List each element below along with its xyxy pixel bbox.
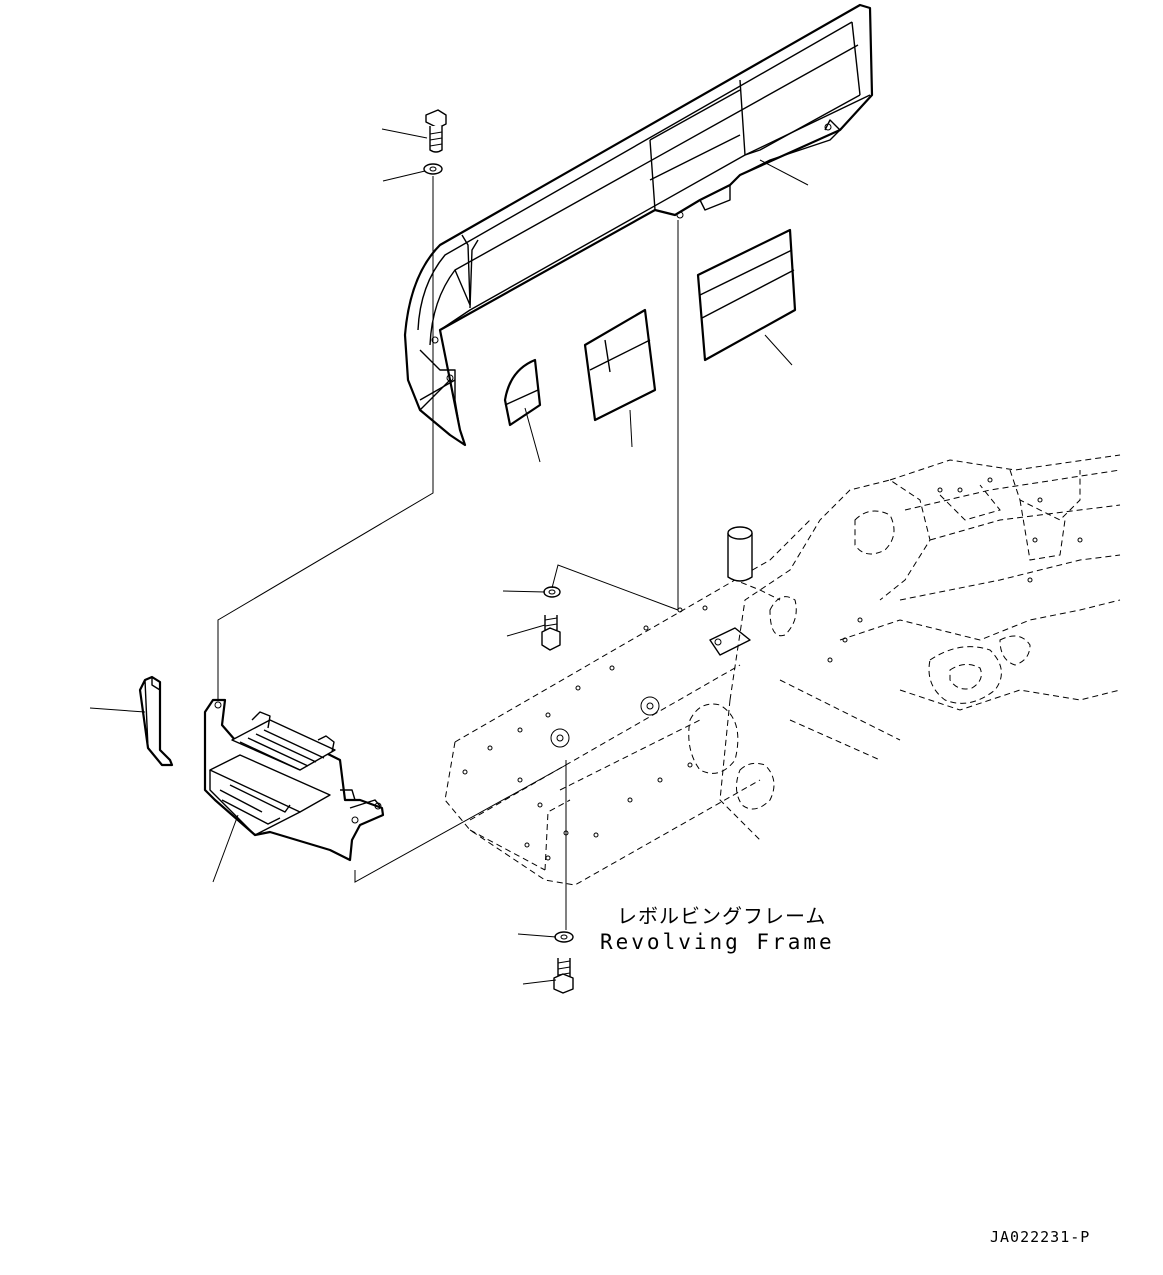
bolt-bottom: [553, 958, 574, 994]
washer-bottom: [554, 931, 574, 943]
pad-small: [503, 358, 542, 427]
washer-top: [423, 163, 443, 175]
upper-side-cover: [403, 3, 874, 447]
strap-bracket: [138, 675, 174, 767]
bolt-top: [425, 109, 447, 153]
controller-box: [203, 698, 385, 862]
drawing-number: JA022231-P: [990, 1228, 1091, 1246]
washer-mid: [543, 586, 561, 598]
leader-lines: [89, 128, 809, 985]
bolt-mid: [541, 615, 561, 651]
revolving-frame-label-jp: レボルビングフレーム: [617, 904, 827, 928]
pad-medium: [583, 308, 657, 422]
revolving-frame-label-en: Revolving Frame: [600, 930, 835, 954]
assembly-lines: [217, 176, 679, 930]
pad-large: [696, 228, 797, 362]
revolving-frame: [444, 454, 1121, 886]
